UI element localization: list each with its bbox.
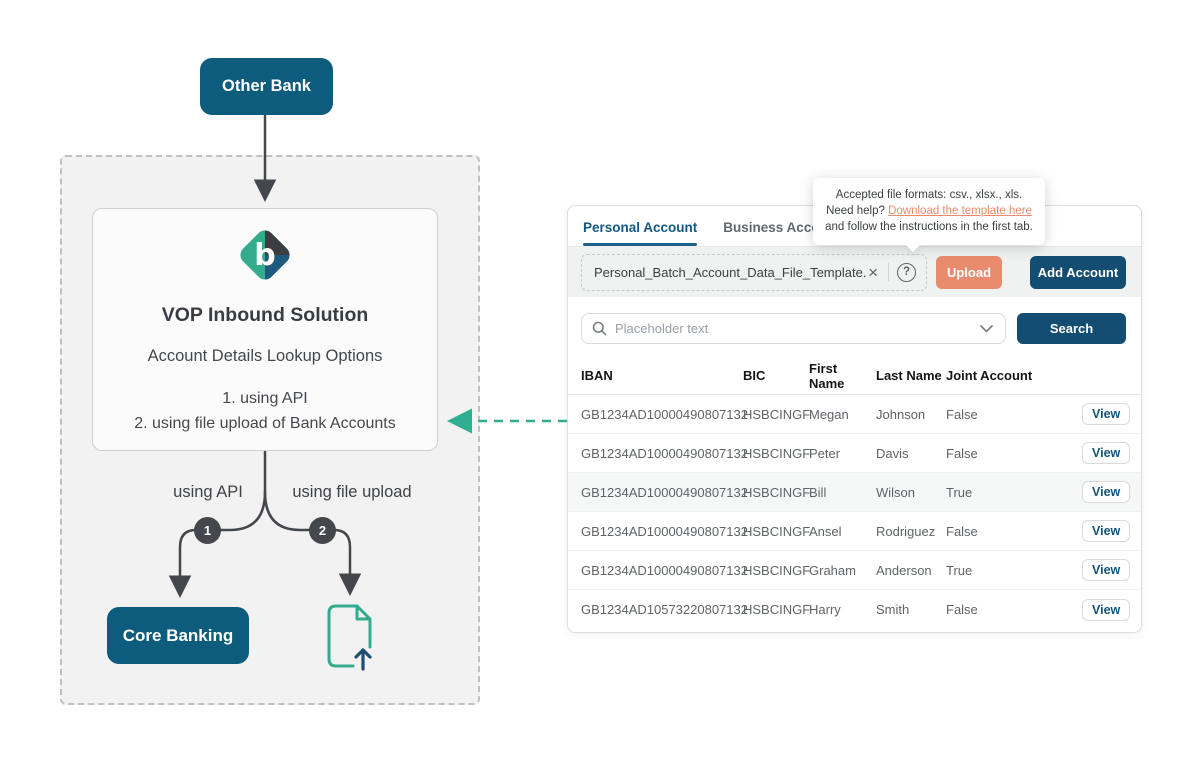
cell-joint-account: False: [946, 523, 978, 539]
cell-last-name: Anderson: [876, 562, 932, 578]
solution-title: VOP Inbound Solution: [161, 304, 369, 326]
solution-subtitle: Account Details Lookup Options: [147, 347, 383, 365]
cell-joint-account: False: [946, 406, 978, 422]
add-account-button[interactable]: Add Account: [1030, 255, 1126, 289]
search-icon: [592, 321, 607, 336]
cell-last-name: Davis: [876, 445, 909, 461]
branch-label-api: using API: [173, 483, 243, 501]
cell-last-name: Smith: [876, 602, 910, 617]
cell-bic: HSBCINGF: [743, 484, 811, 500]
cell-joint-account: True: [946, 562, 973, 578]
table-row: GB1234AD10573220807132 HSBCINGF Harry Sm…: [568, 590, 1141, 629]
cell-joint-account: True: [946, 484, 973, 500]
core-banking-node: Core Banking: [107, 607, 249, 664]
view-button[interactable]: View: [1082, 520, 1131, 542]
cell-first-name: Graham: [809, 562, 856, 578]
divider: [888, 263, 889, 281]
tab-bar: Personal Account Business Account: [568, 206, 1141, 247]
other-bank-node: Other Bank: [200, 58, 333, 115]
tooltip-text: and follow the instructions in the first…: [825, 221, 1033, 233]
cell-bic: HSBCINGF: [743, 445, 811, 461]
view-button[interactable]: View: [1082, 403, 1131, 425]
upload-tooltip: Accepted file formats: csv., xlsx., xls.…: [813, 178, 1045, 245]
cell-first-name: Ansel: [809, 523, 842, 539]
tab-personal-account[interactable]: Personal Account: [583, 220, 698, 246]
tooltip-line1: Accepted file formats: csv., xlsx., xls.: [835, 189, 1023, 201]
view-button[interactable]: View: [1082, 598, 1131, 621]
search-placeholder: Placeholder text: [615, 321, 709, 336]
cell-bic: HSBCINGF: [743, 562, 811, 578]
view-button[interactable]: View: [1082, 481, 1131, 503]
table-row: GB1234AD10000490807132 HSBCINGF Megan Jo…: [568, 395, 1141, 434]
cell-last-name: Rodriguez: [876, 523, 936, 539]
cell-last-name: Wilson: [876, 484, 916, 500]
help-icon[interactable]: ?: [897, 262, 916, 282]
cell-iban: GB1234AD10573220807132: [581, 602, 748, 617]
col-header-first-name: First Name: [809, 360, 845, 391]
cell-last-name: Johnson: [876, 406, 926, 422]
table-row: GB1234AD10000490807132 HSBCINGF Graham A…: [568, 551, 1141, 590]
clear-file-icon[interactable]: ×: [868, 262, 878, 282]
cell-bic: HSBCINGF: [743, 523, 811, 539]
search-row: Placeholder text Search: [581, 313, 1126, 344]
table-row: GB1234AD10000490807132 HSBCINGF Peter Da…: [568, 434, 1141, 473]
solution-option-api: 1. using API: [222, 390, 308, 407]
tooltip-line2: Need help? Download the template here an…: [825, 203, 1033, 235]
cell-first-name: Megan: [809, 406, 849, 422]
upload-toolbar: Personal_Batch_Account_Data_File_Templat…: [568, 247, 1141, 297]
selected-file-box: Personal_Batch_Account_Data_File_Templat…: [581, 253, 927, 291]
cell-joint-account: False: [946, 602, 978, 617]
download-template-link[interactable]: Download the template here: [888, 205, 1032, 217]
selected-filename: Personal_Batch_Account_Data_File_Templat…: [594, 264, 867, 280]
cell-iban: GB1234AD10000490807132: [581, 445, 748, 461]
cell-bic: HSBCINGF: [743, 406, 811, 422]
table-header: IBAN BIC First Name Last Name Joint Acco…: [568, 357, 1141, 395]
col-header-joint-account: Joint Account: [946, 368, 1033, 383]
other-bank-label: Other Bank: [222, 77, 311, 95]
vop-solution-box: b VOP Inbound Solution Account Details L…: [92, 208, 438, 451]
cell-iban: GB1234AD10000490807132: [581, 484, 748, 500]
cell-bic: HSBCINGF: [743, 602, 811, 617]
search-button[interactable]: Search: [1017, 313, 1126, 344]
col-header-iban: IBAN: [581, 368, 613, 383]
view-button[interactable]: View: [1082, 559, 1131, 581]
col-header-last-name: Last Name: [876, 368, 942, 383]
cell-first-name: Harry: [809, 602, 841, 617]
cell-joint-account: False: [946, 445, 978, 461]
account-panel: Personal Account Business Account Person…: [567, 205, 1142, 633]
table-row: GB1234AD10000490807132 HSBCINGF Bill Wil…: [568, 473, 1141, 512]
cell-iban: GB1234AD10000490807132: [581, 523, 748, 539]
cell-iban: GB1234AD10000490807132: [581, 406, 748, 422]
file-upload-icon: [324, 602, 376, 677]
cell-iban: GB1234AD10000490807132: [581, 562, 748, 578]
core-banking-label: Core Banking: [122, 625, 234, 645]
col-header-bic: BIC: [743, 368, 766, 383]
branch-number-badge-1: 1: [194, 517, 221, 544]
branch-number-badge-2: 2: [309, 517, 336, 544]
cell-first-name: Peter: [809, 445, 841, 461]
chevron-down-icon[interactable]: [980, 324, 993, 333]
branch-label-file-upload: using file upload: [292, 483, 412, 501]
upload-button[interactable]: Upload: [936, 255, 1002, 289]
search-input[interactable]: Placeholder text: [581, 313, 1006, 344]
view-button[interactable]: View: [1082, 442, 1131, 464]
brand-logo-letter: b: [254, 238, 275, 273]
tab-business-account[interactable]: Business Account: [723, 220, 841, 235]
brand-logo-icon: b: [236, 226, 294, 284]
cell-first-name: Bill: [809, 484, 827, 500]
table-row: GB1234AD10000490807132 HSBCINGF Ansel Ro…: [568, 512, 1141, 551]
solution-option-file-upload: 2. using file upload of Bank Accounts: [134, 415, 396, 432]
tooltip-text: Need help?: [826, 205, 889, 217]
